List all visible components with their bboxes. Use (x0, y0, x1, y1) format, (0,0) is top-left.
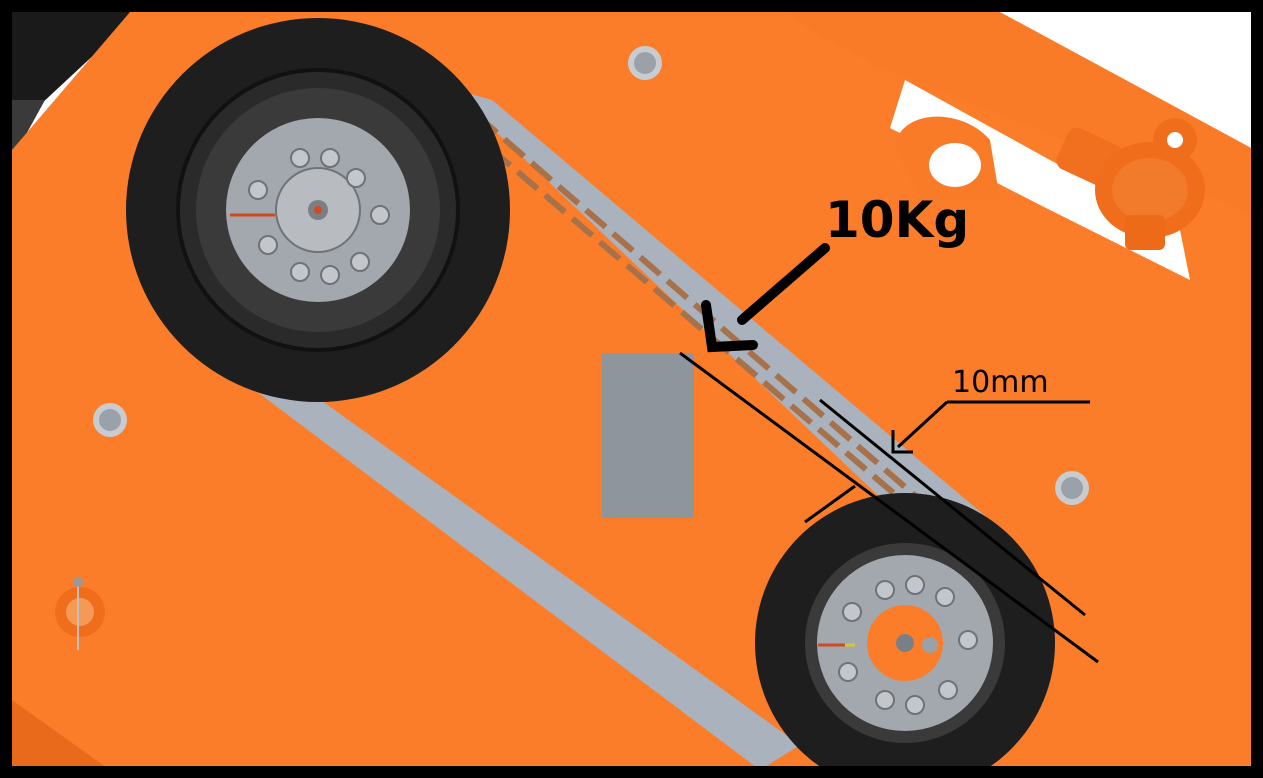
plate-corner (12, 700, 110, 770)
belt-lower-span (228, 370, 800, 770)
bolt-holes (93, 46, 1089, 505)
force-arrow-icon (701, 243, 830, 353)
deflection-arrow-icon (891, 400, 1090, 454)
side-fitting (55, 577, 105, 650)
belt-upper-span (450, 88, 990, 545)
deflection-label: 10mm (952, 365, 1049, 400)
gray-block (602, 353, 694, 518)
straight-edge-lines (679, 351, 1099, 664)
deflected-belt-outline (448, 89, 937, 523)
dark-corner (12, 12, 140, 105)
large-pulley (126, 18, 510, 402)
force-label: 10Kg (825, 191, 969, 249)
small-pulley (755, 493, 1055, 778)
tensioner-bolt (1056, 118, 1205, 250)
lug-hole (929, 143, 981, 187)
